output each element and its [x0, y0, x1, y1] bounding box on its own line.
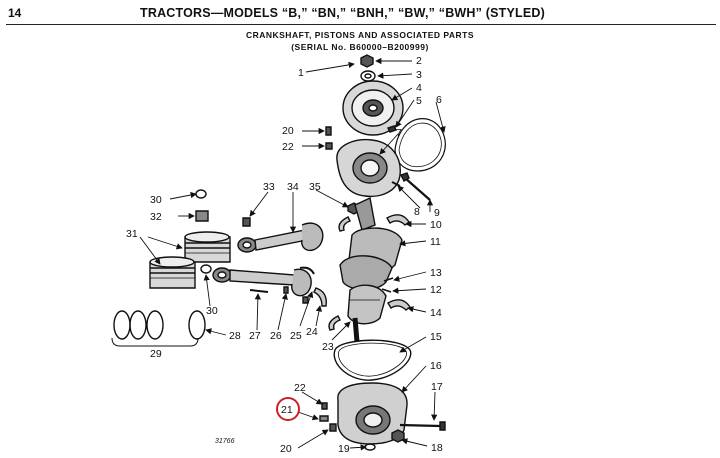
callout-label: 30: [206, 305, 218, 317]
callout-label: 7: [396, 127, 402, 139]
part-piston-pin: [195, 210, 209, 222]
callout-label: 8: [414, 206, 420, 218]
callout-label: 34: [287, 181, 299, 193]
callout-label: 35: [309, 181, 321, 193]
page-number: 14: [8, 6, 22, 20]
callout-label: 6: [436, 94, 442, 106]
callout-label: 14: [430, 307, 442, 319]
callout-label: 22: [294, 382, 306, 394]
figure-serial-range: (SERIAL No. B60000–B200999): [291, 42, 429, 52]
callout-label: 13: [430, 267, 442, 279]
part-oil-pan-gasket: [333, 339, 412, 381]
part-nut: [360, 54, 374, 68]
part-crankshaft: [339, 196, 403, 343]
callout-label: 9: [434, 207, 440, 219]
callout-label: 26: [270, 330, 282, 342]
part-main-bearing-lower: [387, 299, 411, 311]
part-connecting-rod-upper: [237, 222, 324, 253]
callout-label: 5: [416, 95, 422, 107]
part-main-bearing-upper: [386, 214, 410, 226]
callout-label: 21: [281, 404, 293, 416]
callout-label: 3: [416, 69, 422, 81]
callout-label: 23: [322, 341, 334, 353]
callout-label: 33: [263, 181, 275, 193]
part-washer: [360, 70, 376, 82]
highlight-circle: [276, 397, 300, 421]
callout-label: 31: [126, 228, 138, 240]
callout-label: 20: [282, 125, 294, 137]
part-pulley: [342, 80, 404, 136]
callout-label: 22: [282, 141, 294, 153]
callout-label: 4: [416, 82, 422, 94]
part-connecting-rod-lower: [212, 267, 312, 297]
part-gasket: [394, 118, 446, 172]
part-long-bolt: [400, 172, 431, 201]
callout-label: 10: [430, 219, 442, 231]
callout-label: 28: [229, 330, 241, 342]
part-piston-lower: [149, 256, 196, 289]
callout-label: 20: [280, 443, 292, 455]
callout-label: 16: [430, 360, 442, 372]
callout-label: 12: [430, 284, 442, 296]
callout-label: 17: [431, 381, 443, 393]
callout-label: 11: [430, 236, 441, 248]
figure-number: 31766: [215, 438, 235, 445]
page-title: TRACTORS—MODELS “B,” “BN,” “BNH,” “BW,” …: [140, 6, 546, 20]
part-rear-housing: [337, 382, 408, 445]
figure-title: CRANKSHAFT, PISTONS AND ASSOCIATED PARTS: [245, 30, 475, 40]
header-divider: [6, 24, 716, 25]
callout-label: 18: [431, 442, 443, 454]
part-piston-upper: [184, 231, 231, 263]
callout-label: 27: [249, 330, 261, 342]
callout-label: 32: [150, 211, 162, 223]
callout-label: 19: [338, 443, 350, 455]
callout-label: 24: [306, 326, 318, 338]
callout-label: 15: [430, 331, 442, 343]
callout-label: 30: [150, 194, 162, 206]
part-piston-rings: [113, 310, 206, 340]
part-gear-cover: [336, 138, 401, 198]
callout-label: 2: [416, 55, 422, 67]
part-key: [387, 125, 397, 133]
callout-label: 25: [290, 330, 302, 342]
callout-label: 1: [298, 67, 304, 79]
callout-label: 29: [150, 348, 162, 360]
leader-lines: [139, 57, 446, 451]
